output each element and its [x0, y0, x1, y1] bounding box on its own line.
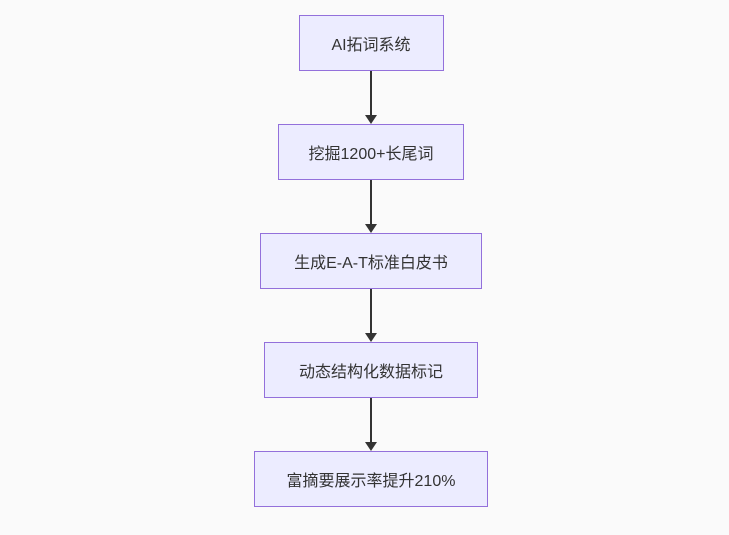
arrow-line — [370, 71, 372, 115]
arrow-head-icon — [365, 333, 377, 342]
arrow-line — [370, 289, 372, 333]
arrow-line — [370, 180, 372, 224]
arrow-head-icon — [365, 115, 377, 124]
flow-node-label: 生成E-A-T标准白皮书 — [294, 255, 448, 272]
flow-node-dynamic-structured-data-markup: 动态结构化数据标记 — [264, 342, 478, 398]
down-arrow — [365, 398, 377, 451]
arrow-head-icon — [365, 442, 377, 451]
flow-node-ai-word-expansion-system: AI拓词系统 — [298, 15, 444, 71]
flow-node-label: 动态结构化数据标记 — [298, 364, 443, 381]
flowchart: AI拓词系统 挖掘1200+长尾词 生成E-A-T标准白皮书 动态结构化数据标记… — [254, 15, 488, 507]
down-arrow — [365, 71, 377, 124]
down-arrow — [365, 180, 377, 233]
flow-node-label: 挖掘1200+长尾词 — [308, 146, 434, 163]
down-arrow — [365, 289, 377, 342]
flow-node-longtail-keyword-mining: 挖掘1200+长尾词 — [278, 124, 464, 180]
flow-node-rich-snippet-rate-increase: 富摘要展示率提升210% — [254, 451, 488, 507]
arrow-line — [370, 398, 372, 442]
flow-node-label: 富摘要展示率提升210% — [286, 473, 456, 490]
flow-node-eat-whitepaper-generation: 生成E-A-T标准白皮书 — [260, 233, 482, 289]
arrow-head-icon — [365, 224, 377, 233]
flow-node-label: AI拓词系统 — [331, 37, 411, 54]
